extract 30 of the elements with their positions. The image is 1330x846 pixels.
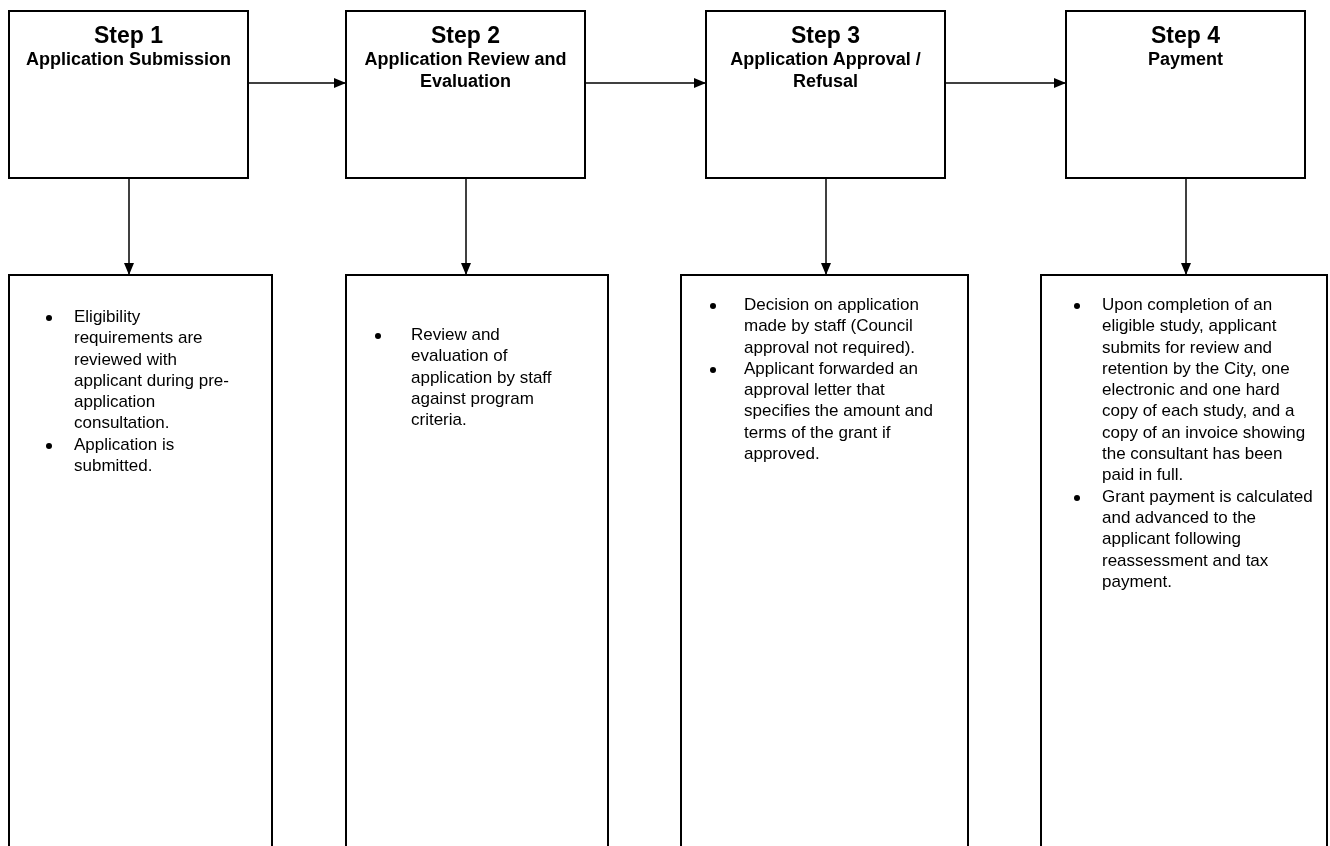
step-title: Step 4: [1150, 22, 1221, 48]
bullet-text: Application is submitted.: [74, 433, 176, 477]
step-box: [1065, 10, 1306, 179]
bullet-text: Eligibility requirements are reviewed with applicant during pre-application consultation.: [74, 306, 230, 434]
details-box: [1040, 274, 1328, 846]
details-box: [8, 274, 273, 846]
bullet-text: Upon completion of an eligible study, applicant submits for review and retention by the City, one electronic and one hard copy of each study, and a copy of an invoice showing the consultant has been paid in full.: [1102, 294, 1307, 486]
arrow: [124, 178, 134, 275]
step-box: [705, 10, 946, 179]
arrow: [248, 78, 346, 88]
step-name: Application Approval / Refusal: [729, 48, 922, 92]
step-title: Step 1: [93, 22, 164, 48]
arrow: [1181, 178, 1191, 275]
step-box: [8, 10, 249, 179]
step-name: Application Review and Evaluation: [363, 48, 568, 92]
step-box: [345, 10, 586, 179]
step-name: Payment: [1146, 48, 1224, 70]
arrow: [461, 178, 471, 275]
arrow: [945, 78, 1066, 88]
arrow: [585, 78, 706, 88]
bullet-text: Grant payment is calculated and advanced to the applicant following reassessment and tax payment.: [1102, 485, 1314, 593]
arrow: [821, 178, 831, 275]
details-box: [345, 274, 609, 846]
bullet-text: Applicant forwarded an approval letter that specifies the amount and terms of the grant if approved.: [744, 357, 934, 465]
bullet-text: Decision on application made by staff (Council approval not required).: [744, 294, 920, 358]
step-title: Step 3: [790, 22, 861, 48]
step-name: Application Submission: [25, 48, 232, 70]
step-title: Step 2: [430, 22, 501, 48]
details-box: [680, 274, 969, 846]
bullet-text: Review and evaluation of application by staff against program criteria.: [411, 324, 553, 431]
